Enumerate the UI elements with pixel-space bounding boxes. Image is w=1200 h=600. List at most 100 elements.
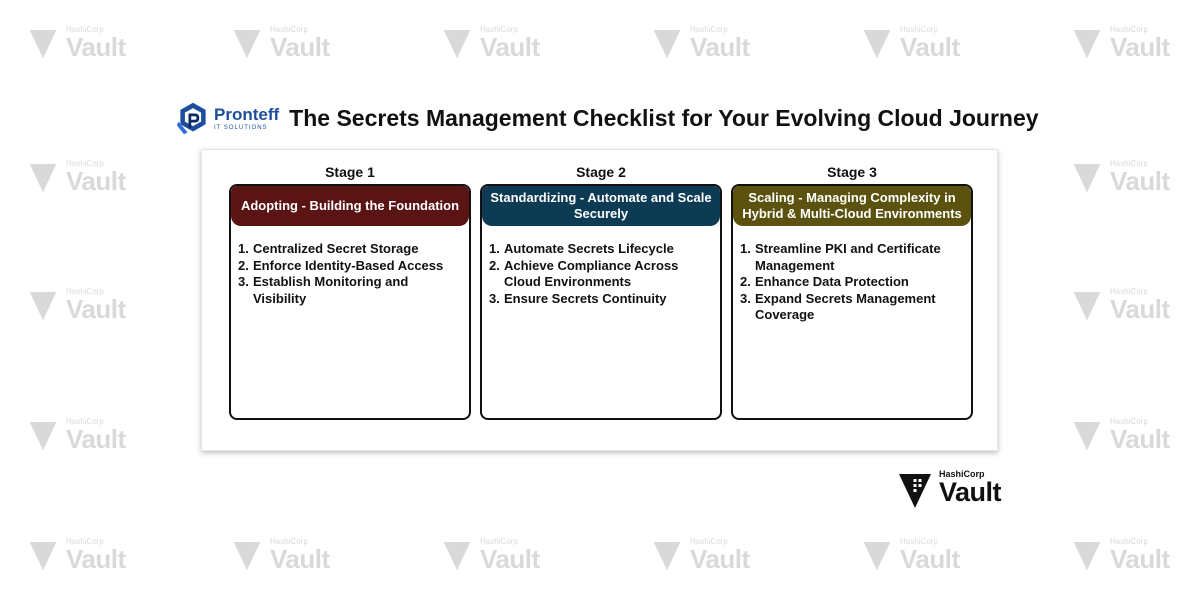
vault-triangle-icon	[29, 422, 57, 451]
watermark-company: HashiCorp	[900, 25, 938, 34]
vault-company: HashiCorp	[939, 469, 985, 479]
item-number: 3.	[489, 290, 500, 306]
vault-triangle-icon	[1073, 30, 1101, 59]
item-text: Enforce Identity-Based Access	[253, 257, 444, 273]
watermark-company: HashiCorp	[66, 417, 104, 426]
vault-triangle-icon	[863, 30, 891, 59]
vault-triangle-icon	[653, 30, 681, 59]
item-text: Achieve Compliance Across Cloud Environm…	[504, 257, 679, 290]
item-number: 3.	[740, 290, 751, 306]
stage-3-label: Stage 3	[827, 164, 877, 180]
watermark-product: Vault	[1110, 166, 1170, 196]
vault-triangle-icon	[1073, 542, 1101, 571]
page-header: Pronteff IT SOLUTIONS The Secrets Manage…	[175, 100, 1039, 136]
vault-triangle-icon	[233, 30, 261, 59]
watermark-company: HashiCorp	[900, 537, 938, 546]
vault-triangle-icon	[29, 164, 57, 193]
watermark-company: HashiCorp	[1110, 159, 1148, 168]
watermark-product: Vault	[690, 544, 750, 574]
watermark-company: HashiCorp	[66, 537, 104, 546]
vault-triangle-icon	[233, 542, 261, 571]
stage-1-list: 1.Centralized Secret Storage 2.Enforce I…	[231, 226, 469, 307]
item-number: 1.	[489, 241, 500, 256]
vault-triangle-icon	[899, 474, 931, 508]
list-item: 1.Centralized Secret Storage	[238, 241, 463, 258]
vault-product: Vault	[939, 477, 1002, 507]
stage-2-list: 1.Automate Secrets Lifecycle 2.Achieve C…	[482, 226, 720, 307]
watermark-product: Vault	[1110, 424, 1170, 454]
hashicorp-vault-logo: HashiCorp Vault	[899, 469, 1002, 510]
checklist-card: Stage 1 Adopting - Building the Foundati…	[201, 149, 998, 451]
stage-2-box: Standardizing - Automate and Scale Secur…	[480, 184, 722, 420]
pronteff-logo-icon	[176, 102, 206, 135]
watermark-product: Vault	[900, 32, 960, 62]
vault-triangle-icon	[29, 30, 57, 59]
stage-3-list: 1. Streamline PKI and Certificate Managem…	[733, 226, 971, 324]
pronteff-logo: Pronteff IT SOLUTIONS	[175, 100, 279, 136]
list-item: 3.Expand Secrets Management Coverage	[740, 291, 965, 324]
item-text: Centralized Secret Storage	[253, 241, 419, 256]
vault-triangle-icon	[443, 542, 471, 571]
item-number: 3.	[238, 274, 249, 289]
watermark-product: Vault	[1110, 294, 1170, 324]
list-item: 1. Streamline PKI and Certificate Managem…	[740, 241, 965, 274]
vault-triangle-icon	[1073, 292, 1101, 321]
watermark-product: Vault	[900, 544, 960, 574]
watermark-company: HashiCorp	[480, 25, 518, 34]
stage-1-heading: Adopting - Building the Foundation	[231, 186, 469, 226]
watermark-company: HashiCorp	[66, 287, 104, 296]
watermark-product: Vault	[66, 32, 126, 62]
watermark-product: Vault	[690, 32, 750, 62]
item-number: 1.	[740, 241, 751, 256]
stage-1-column: Stage 1 Adopting - Building the Foundati…	[229, 162, 471, 420]
vault-triangle-icon	[443, 30, 471, 59]
watermark-product: Vault	[270, 544, 330, 574]
item-number: 2.	[489, 257, 500, 273]
logo-subtitle: IT SOLUTIONS	[214, 124, 268, 131]
watermark-company: HashiCorp	[270, 25, 308, 34]
stage-2-column: Stage 2 Standardizing - Automate and Sca…	[480, 162, 722, 420]
logo-name: Pronteff	[214, 104, 280, 124]
vault-triangle-icon	[29, 292, 57, 321]
watermark-company: HashiCorp	[66, 159, 104, 168]
stage-3-column: Stage 3 Scaling - Managing Complexity in…	[731, 162, 973, 420]
watermark-company: HashiCorp	[480, 537, 518, 546]
stage-3-heading: Scaling - Managing Complexity in Hybrid …	[733, 186, 971, 226]
watermark-company: HashiCorp	[1110, 287, 1148, 296]
vault-triangle-icon	[1073, 422, 1101, 451]
list-item: 2.Enforce Identity-Based Access	[238, 258, 463, 275]
watermark-product: Vault	[270, 32, 330, 62]
list-item: 1.Automate Secrets Lifecycle	[489, 241, 714, 258]
watermark-company: HashiCorp	[1110, 25, 1148, 34]
watermark-company: HashiCorp	[66, 25, 104, 34]
watermark-product: Vault	[1110, 32, 1170, 62]
page-title: The Secrets Management Checklist for You…	[289, 104, 1039, 131]
item-text: Establish Monitoring and Visibility	[253, 274, 409, 306]
stage-1-box: Adopting - Building the Foundation 1.Cen…	[229, 184, 471, 420]
stage-1-label: Stage 1	[325, 164, 375, 180]
item-text: Streamline PKI and Certificate Managemen…	[755, 241, 941, 273]
vault-triangle-icon	[1073, 164, 1101, 193]
item-text: Ensure Secrets Continuity	[504, 290, 667, 306]
vault-triangle-icon	[29, 542, 57, 571]
item-text: Enhance Data Protection	[755, 274, 909, 289]
stage-2-heading: Standardizing - Automate and Scale Secur…	[482, 186, 720, 226]
watermark-product: Vault	[480, 32, 540, 62]
list-item: 3. Establish Monitoring and Visibility	[238, 274, 463, 307]
watermark-product: Vault	[480, 544, 540, 574]
stage-3-box: Scaling - Managing Complexity in Hybrid …	[731, 184, 973, 420]
watermark-company: HashiCorp	[1110, 537, 1148, 546]
watermark-company: HashiCorp	[690, 537, 728, 546]
list-item: 3.Ensure Secrets Continuity	[489, 291, 714, 308]
